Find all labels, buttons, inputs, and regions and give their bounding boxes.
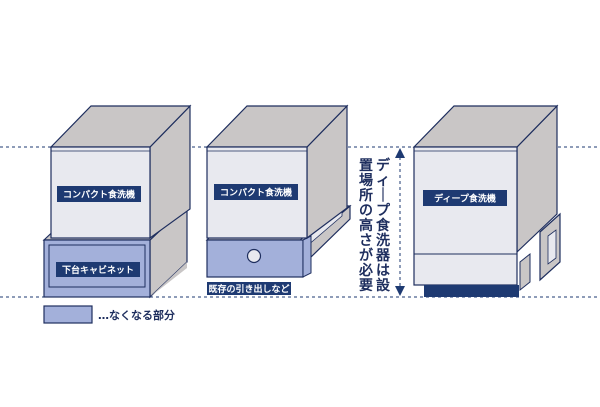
legend-label: …なくなる部分 (98, 308, 175, 322)
deep-dishwasher-label: ディープ食洗機 (434, 193, 496, 205)
label-box-cabinet (56, 262, 140, 277)
label-box-deep (423, 190, 507, 206)
deep-plinth (424, 285, 519, 297)
drawer-knob (246, 248, 262, 264)
label-box-compact-2 (214, 184, 298, 200)
arrow-down-icon (395, 286, 405, 296)
existing-drawer-label: 既存の引き出しなど (208, 283, 289, 295)
unit-compact-drawer: コンパクト食洗機 既存の引き出しなど (205, 104, 352, 295)
unit-deep: ディープ食洗機 (412, 104, 561, 297)
compact-dishwasher-label-1: コンパクト食洗機 (63, 189, 135, 201)
legend-swatch (43, 305, 93, 324)
base-cabinet-label: 下台キャビネット (62, 264, 134, 276)
deep-dishwasher (413, 146, 518, 286)
label-box-drawer (207, 282, 291, 295)
arrow-up-icon (395, 148, 405, 158)
compact-dishwasher-label-2: コンパクト食洗機 (220, 187, 292, 199)
legend: …なくなる部分 (43, 305, 175, 324)
height-note-text: ディ｜プ食洗器は設置場所の高さが必要 (358, 157, 391, 294)
height-annotation: ディ｜プ食洗器は設置場所の高さが必要 (358, 148, 405, 296)
unit-compact-cabinet: コンパクト食洗機 下台キャビネット (42, 104, 192, 299)
label-box-compact-1 (57, 186, 141, 202)
